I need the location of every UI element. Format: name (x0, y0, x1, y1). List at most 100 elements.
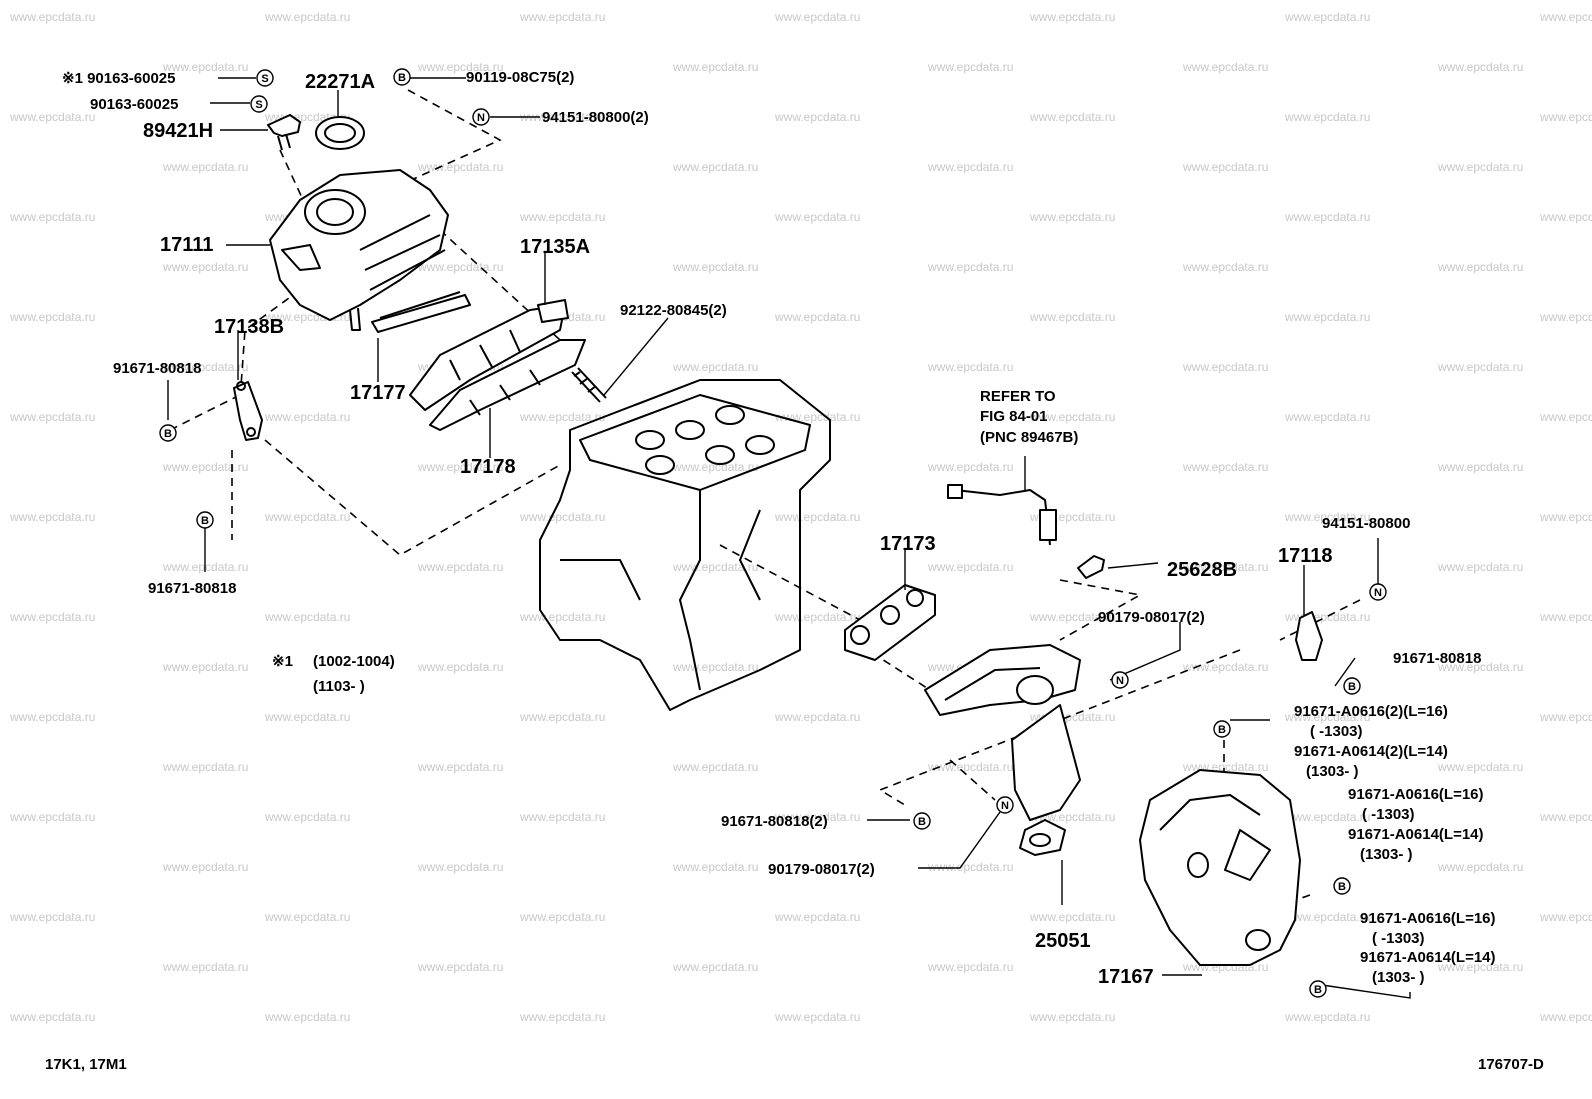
watermark-text: www.epcdata.ru (9, 510, 95, 524)
watermark-text: www.epcdata.ru (1182, 260, 1268, 274)
watermark-text: www.epcdata.ru (417, 660, 503, 674)
label-91671-a0614-c-range: (1303- ) (1372, 969, 1425, 986)
watermark-text: www.epcdata.ru (162, 60, 248, 74)
watermark-text: www.epcdata.ru (672, 360, 758, 374)
label-91671-a0616-b: 91671-A0616(L=16) (1348, 786, 1484, 803)
watermark-text: www.epcdata.ru (672, 660, 758, 674)
label-17178: 17178 (460, 456, 516, 478)
watermark-text: www.epcdata.ru (1437, 960, 1523, 974)
watermark-text: www.epcdata.ru (1284, 10, 1370, 24)
label-17173: 17173 (880, 533, 936, 555)
watermark-text: www.epcdata.ru (264, 910, 350, 924)
bracket-25628b-drawing (1077, 555, 1105, 579)
watermark-text: www.epcdata.ru (1437, 560, 1523, 574)
watermark-text: www.epcdata.ru (927, 460, 1013, 474)
stud-92122-drawing (571, 367, 607, 403)
refer-line-2: FIG 84-01 (980, 408, 1048, 425)
bolt-symbol: B (159, 424, 177, 442)
svg-text:B: B (201, 515, 209, 527)
label-91671-a0614-2: 91671-A0614(2)(L=14) (1294, 743, 1448, 760)
watermark-text: www.epcdata.ru (927, 960, 1013, 974)
watermark-text: www.epcdata.ru (672, 560, 758, 574)
watermark-text: www.epcdata.ru (417, 260, 503, 274)
watermark-text: www.epcdata.ru (1029, 310, 1115, 324)
watermark-text: www.epcdata.ru (1539, 710, 1592, 724)
watermark-text: www.epcdata.ru (1437, 160, 1523, 174)
label-17177: 17177 (350, 382, 406, 404)
label-91671-a0614-b: 91671-A0614(L=14) (1348, 826, 1484, 843)
watermark-text: www.epcdata.ru (417, 560, 503, 574)
screw-symbol: S (256, 69, 274, 87)
watermark-text: www.epcdata.ru (1284, 110, 1370, 124)
watermark-text: www.epcdata.ru (162, 260, 248, 274)
watermark-text: www.epcdata.ru (1029, 1010, 1115, 1024)
heat-insulator-17167-drawing (1139, 769, 1301, 966)
label-90119-08c75: 90119-08C75(2) (466, 69, 574, 86)
watermark-text: www.epcdata.ru (519, 10, 605, 24)
svg-text:N: N (1374, 587, 1382, 599)
watermark-text: www.epcdata.ru (162, 360, 248, 374)
label-90163-60025-mark: ※1 90163-60025 (62, 70, 176, 87)
watermark-text: www.epcdata.ru (774, 410, 860, 424)
note-range-2: (1103- ) (313, 678, 365, 695)
watermark-text: www.epcdata.ru (417, 460, 503, 474)
engine-block-drawing (539, 379, 831, 711)
watermark-text: www.epcdata.ru (1182, 160, 1268, 174)
watermark-text: www.epcdata.ru (1284, 610, 1370, 624)
svg-text:B: B (1218, 724, 1226, 736)
label-92122-80845: 92122-80845(2) (620, 302, 727, 319)
watermark-text: www.epcdata.ru (774, 610, 860, 624)
svg-text:N: N (1001, 800, 1009, 812)
watermark-text: www.epcdata.ru (1539, 910, 1592, 924)
note-range-1: (1002-1004) (313, 653, 395, 670)
watermark-text: www.epcdata.ru (1029, 210, 1115, 224)
watermark-text: www.epcdata.ru (162, 860, 248, 874)
watermark-text: www.epcdata.ru (774, 10, 860, 24)
watermark-text: www.epcdata.ru (1539, 610, 1592, 624)
label-91671-a0616-b-range: ( -1303) (1362, 806, 1415, 823)
label-91671-a0614-2-range: (1303- ) (1306, 763, 1359, 780)
svg-text:B: B (1314, 984, 1322, 996)
bolt-symbol: B (1333, 877, 1351, 895)
watermark-text: www.epcdata.ru (1539, 310, 1592, 324)
refer-line-1: REFER TO (980, 388, 1056, 405)
label-91671-a0616-c: 91671-A0616(L=16) (1360, 910, 1496, 927)
watermark-text: www.epcdata.ru (672, 460, 758, 474)
watermark-text: www.epcdata.ru (9, 410, 95, 424)
label-17135a: 17135A (520, 236, 590, 258)
watermark-text: www.epcdata.ru (774, 510, 860, 524)
label-25051: 25051 (1035, 930, 1091, 952)
svg-text:B: B (1348, 681, 1356, 693)
label-91671-a0616-2-range: ( -1303) (1310, 723, 1363, 740)
watermark-text: www.epcdata.ru (264, 10, 350, 24)
watermark-text: www.epcdata.ru (9, 710, 95, 724)
label-17138b: 17138B (214, 316, 284, 338)
label-25628b: 25628B (1167, 559, 1237, 581)
svg-text:N: N (477, 112, 485, 124)
label-94151-80800: 94151-80800 (1322, 515, 1410, 532)
watermark-text: www.epcdata.ru (1437, 60, 1523, 74)
label-91671-a0614-c: 91671-A0614(L=14) (1360, 949, 1496, 966)
watermark-text: www.epcdata.ru (1437, 260, 1523, 274)
watermark-text: www.epcdata.ru (927, 160, 1013, 174)
nut-symbol: N (996, 796, 1014, 814)
gasket-17173-drawing (844, 584, 936, 661)
part-labels: ※1 90163-60025 90163-60025 89421H 22271A… (45, 69, 1544, 1073)
watermark-text: www.epcdata.ru (264, 610, 350, 624)
label-90179-08017-b: 90179-08017(2) (768, 861, 875, 878)
watermark-text: www.epcdata.ru (672, 960, 758, 974)
watermark-text: www.epcdata.ru (927, 360, 1013, 374)
watermark-text: www.epcdata.ru (417, 760, 503, 774)
watermark-text: www.epcdata.ru (774, 710, 860, 724)
watermark-text: www.epcdata.ru (9, 210, 95, 224)
svg-text:B: B (164, 428, 172, 440)
watermark-text: www.epcdata.ru (1284, 410, 1370, 424)
watermark-text: www.epcdata.ru (1437, 460, 1523, 474)
svg-text:S: S (255, 99, 262, 111)
note-ref: ※1 (272, 653, 293, 670)
watermark-text: www.epcdata.ru (1539, 10, 1592, 24)
bolt-symbol: B (1343, 677, 1361, 695)
watermark-text: www.epcdata.ru (519, 1010, 605, 1024)
watermark-text: www.epcdata.ru (1284, 1010, 1370, 1024)
watermark-text: www.epcdata.ru (417, 160, 503, 174)
